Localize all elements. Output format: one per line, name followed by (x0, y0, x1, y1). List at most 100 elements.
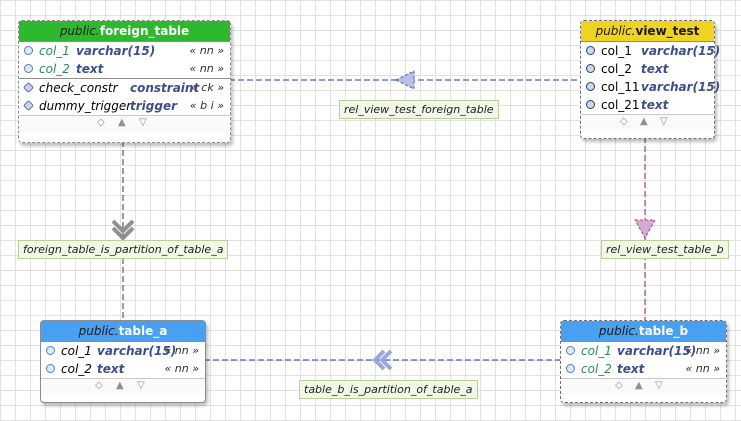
triangle-up-icon[interactable]: ▲ (635, 380, 643, 391)
object-name: dummy_trigger (39, 99, 132, 113)
object-type: constraint (130, 81, 200, 95)
column-row[interactable]: col_1 varchar(15) « nn » (41, 342, 205, 360)
column-icon (24, 46, 33, 55)
column-type: varchar(15) (641, 80, 721, 94)
column-attr: « nn » (189, 44, 224, 57)
schema-name: public. (59, 24, 100, 38)
constraint-icon (23, 82, 34, 93)
object-attr: « ck » (191, 81, 224, 94)
column-row[interactable]: col_2 text « nn » (41, 360, 205, 378)
relationship-label[interactable]: table_b_is_partition_of_table_a (299, 380, 478, 399)
trigger-icon (23, 100, 34, 111)
column-name: col_1 (601, 44, 632, 58)
trigger-row[interactable]: dummy_trigger trigger « b i » (19, 97, 230, 115)
triangle-down-icon[interactable]: ▽ (139, 117, 147, 128)
table-name: table_b (638, 324, 689, 338)
column-icon (586, 82, 595, 91)
column-name: col_1 (39, 44, 70, 58)
column-name: col_2 (61, 362, 92, 376)
column-type: varchar(15) (617, 344, 697, 358)
column-icon (586, 64, 595, 73)
table-footer: ◇ ▲ ▽ (19, 115, 230, 132)
triangle-down-icon[interactable]: ▽ (655, 380, 663, 391)
object-attr: « b i » (189, 99, 224, 112)
arrowhead-icon (634, 219, 656, 240)
column-icon (46, 346, 55, 355)
column-attr: « nn » (685, 362, 720, 375)
column-type: varchar(15) (641, 44, 721, 58)
table-header[interactable]: public.view_test (581, 21, 714, 42)
table-name: table_a (118, 324, 168, 338)
view-view-test[interactable]: public.view_test col_1 varchar(15) col_2… (580, 20, 720, 139)
chevron-left-icon (379, 349, 393, 371)
object-name: check_constr (39, 81, 118, 95)
column-type: text (76, 62, 104, 76)
column-attr: « nn » (164, 344, 199, 357)
triangle-up-icon[interactable]: ▲ (116, 380, 124, 391)
arrowhead-icon (394, 70, 415, 90)
column-icon (586, 46, 595, 55)
relationship-label[interactable]: rel_view_test_table_b (601, 240, 729, 259)
column-attr: « nn » (164, 362, 199, 375)
table-name: view_test (635, 24, 700, 38)
column-icon (566, 346, 575, 355)
diamond-icon[interactable]: ◇ (620, 116, 628, 127)
table-footer: ◇ ▲ ▽ (581, 114, 714, 131)
table-header[interactable]: public.table_b (561, 321, 726, 342)
table-table-a[interactable]: public.table_a col_1 varchar(15) « nn » … (40, 320, 206, 403)
table-foreign-table[interactable]: public.foreign_table col_1 varchar(15) «… (18, 20, 231, 143)
diamond-icon[interactable]: ◇ (97, 117, 105, 128)
object-type: trigger (130, 99, 178, 113)
divider (19, 78, 230, 79)
column-name: col_1 (61, 344, 92, 358)
schema-name: public. (595, 24, 636, 38)
table-footer: ◇ ▲ ▽ (561, 378, 726, 395)
column-name: col_21 (601, 98, 640, 112)
relationship-label[interactable]: foreign_table_is_partition_of_table_a (18, 240, 229, 259)
column-row[interactable]: col_1 varchar(15) « nn » (19, 42, 230, 60)
column-type: text (641, 98, 669, 112)
schema-name: public. (598, 324, 639, 338)
column-attr: « nn » (189, 62, 224, 75)
column-icon (46, 364, 55, 373)
column-row[interactable]: col_1 varchar(15) « nn » (561, 342, 726, 360)
triangle-up-icon[interactable]: ▲ (640, 116, 648, 127)
column-type: text (617, 362, 645, 376)
constraint-row[interactable]: check_constr constraint « ck » (19, 79, 230, 97)
column-row[interactable]: col_2 text « nn » (19, 60, 230, 78)
table-footer: ◇ ▲ ▽ (41, 378, 205, 395)
column-name: col_2 (601, 62, 632, 76)
column-row[interactable]: col_1 varchar(15) (581, 42, 720, 60)
column-row[interactable]: col_2 text (581, 60, 714, 78)
table-name: foreign_table (99, 24, 190, 38)
column-type: varchar(15) (97, 344, 177, 358)
column-name: col_1 (581, 344, 612, 358)
column-name: col_11 (601, 80, 640, 94)
triangle-up-icon[interactable]: ▲ (118, 117, 126, 128)
column-icon (566, 364, 575, 373)
chevron-down-icon (111, 226, 135, 241)
triangle-down-icon[interactable]: ▽ (137, 380, 145, 391)
schema-name: public. (78, 324, 119, 338)
column-name: col_2 (581, 362, 612, 376)
chevron-left-icon (372, 349, 386, 371)
column-name: col_2 (39, 62, 70, 76)
diamond-icon[interactable]: ◇ (615, 380, 623, 391)
column-icon (586, 100, 595, 109)
column-type: text (97, 362, 125, 376)
column-type: varchar(15) (76, 44, 156, 58)
triangle-down-icon[interactable]: ▽ (660, 116, 668, 127)
column-type: text (641, 62, 669, 76)
table-table-b[interactable]: public.table_b col_1 varchar(15) « nn » … (560, 320, 727, 403)
column-row[interactable]: col_2 text « nn » (561, 360, 726, 378)
column-attr: « nn » (685, 344, 720, 357)
column-row[interactable]: col_21 text (581, 96, 714, 114)
column-row[interactable]: col_11 varchar(15) (581, 78, 720, 96)
chevron-down-icon (111, 219, 135, 234)
table-header[interactable]: public.table_a (41, 321, 205, 342)
column-icon (24, 64, 33, 73)
diamond-icon[interactable]: ◇ (95, 380, 103, 391)
table-header[interactable]: public.foreign_table (19, 21, 230, 42)
relationship-label[interactable]: rel_view_test_foreign_table (339, 100, 499, 119)
